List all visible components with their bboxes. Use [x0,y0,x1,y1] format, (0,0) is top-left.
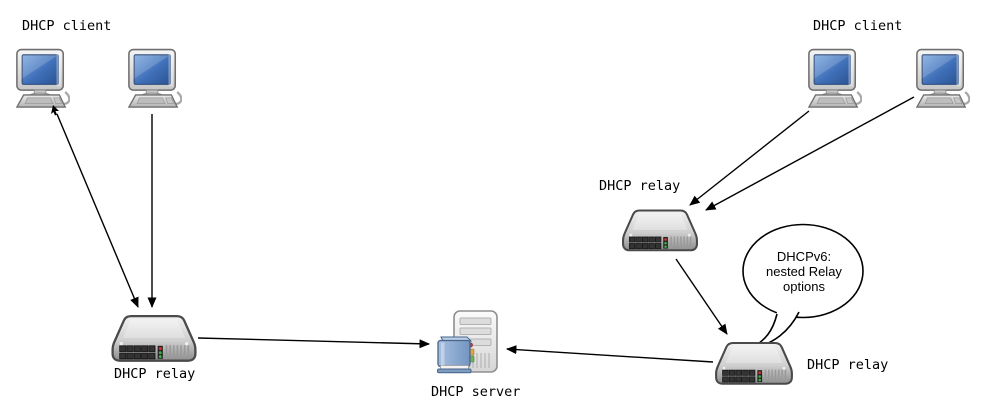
mouse-cursor-icon [51,105,59,116]
dhcp-client-left-1-computer-icon [15,48,70,109]
connections-group [56,96,915,363]
arrow-client-left-1-to-relay-left [56,113,139,308]
dhcp-client-left-2-computer-icon [127,48,182,109]
label-dhcp-server: DHCP server [431,384,521,400]
dhcp-relay-mid-switch-icon [621,209,699,252]
speech-bubble-line-2: nested Relay [766,264,842,279]
label-dhcp-relay-mid: DHCP relay [599,178,681,194]
speech-bubble-line-1: DHCPv6: [776,249,832,264]
dhcp-server-icon [436,310,498,374]
arrow-relay-left-to-server [197,337,430,349]
arrow-relay-mid-to-relay-right [675,258,728,335]
speech-bubble-line-3: options [783,279,825,294]
label-dhcp-relay-left: DHCP relay [114,366,196,382]
speech-bubble-ellipse [742,223,864,319]
label-dhcp-client-right: DHCP client [813,18,903,34]
label-dhcp-client-left: DHCP client [22,18,112,34]
arrow-client-right-2-to-relay-mid [705,96,915,211]
dhcp-relay-right-switch-icon [715,341,793,385]
dhcp-client-right-2-computer-icon [915,48,970,109]
label-dhcp-relay-right: DHCP relay [807,357,889,373]
dhcp-relay-left-switch-icon [111,315,197,362]
arrow-relay-right-to-server [506,345,714,363]
dhcp-client-right-1-computer-icon [807,48,862,109]
arrow-client-right-1-to-relay-mid [689,110,810,206]
speech-bubble-text: DHCPv6: nested Relay options [745,249,863,294]
speech-bubble-tail-fill [749,312,799,349]
